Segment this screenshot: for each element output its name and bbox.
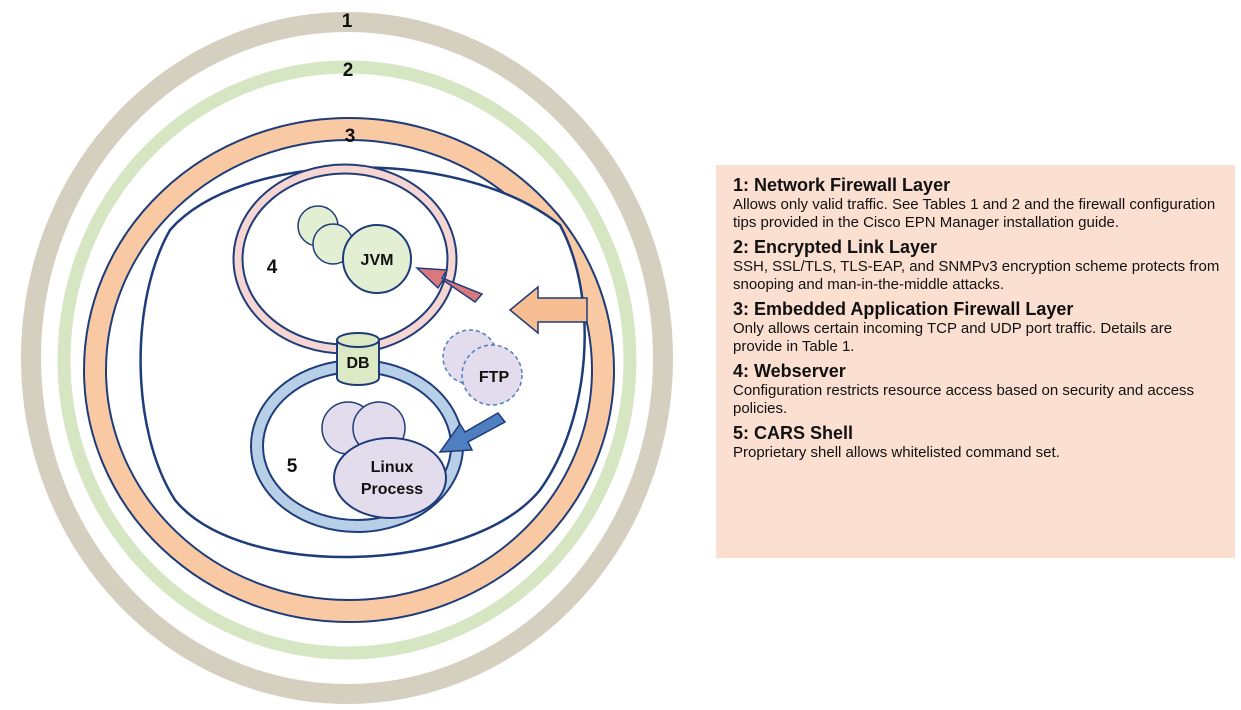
jvm-label: JVM <box>361 252 394 269</box>
ring-1 <box>21 12 673 704</box>
legend-title: 1: Network Firewall Layer <box>733 175 951 195</box>
legend-description: Configuration restricts resource access … <box>733 382 1195 417</box>
legend-description: SSH, SSL/TLS, TLS-EAP, and SNMPv3 encryp… <box>733 258 1220 293</box>
legend-item-app-firewall: 3: Embedded Application Firewall Layer O… <box>733 299 1221 356</box>
ring-3-label: 3 <box>345 126 356 147</box>
jvm-node: JVM <box>297 205 412 294</box>
legend-title: 4: Webserver <box>733 361 846 381</box>
legend-description: Only allows certain incoming TCP and UDP… <box>733 320 1173 355</box>
legend-title: 5: CARS Shell <box>733 423 854 443</box>
linux-process-node: Linux Process <box>321 401 447 519</box>
ring-5-label: 5 <box>287 456 298 477</box>
ftp-label: FTP <box>479 369 510 386</box>
legend-title: 2: Encrypted Link Layer <box>733 237 938 257</box>
ring-4-label: 4 <box>267 257 278 278</box>
arrow-orange-icon <box>508 285 588 335</box>
legend-description: Allows only valid traffic. See Tables 1 … <box>733 196 1216 231</box>
legend-item-network-firewall: 1: Network Firewall Layer Allows only va… <box>733 175 1221 232</box>
arrow-blue-icon <box>438 412 507 453</box>
db-label: DB <box>346 355 369 372</box>
ring-2 <box>57 60 637 660</box>
legend-box: 1: Network Firewall Layer Allows only va… <box>716 165 1235 558</box>
ftp-node: FTP <box>442 329 523 406</box>
arrow-red-icon <box>414 267 484 303</box>
layers-diagram: JVM DB FTP Linux Process 1 2 3 4 5 <box>21 11 673 704</box>
linux-label-line1: Linux <box>371 459 414 476</box>
db-node: DB <box>336 332 380 386</box>
legend-item-webserver: 4: Webserver Configuration restricts res… <box>733 361 1221 418</box>
ring-2-label: 2 <box>343 60 354 81</box>
linux-label-line2: Process <box>361 481 423 498</box>
ring-3 <box>83 117 615 623</box>
legend-item-cars-shell: 5: CARS Shell Proprietary shell allows w… <box>733 423 1221 462</box>
ring-1-label: 1 <box>342 11 353 32</box>
legend-title: 3: Embedded Application Firewall Layer <box>733 299 1074 319</box>
legend-description: Proprietary shell allows whitelisted com… <box>733 444 1060 461</box>
legend-item-encrypted-link: 2: Encrypted Link Layer SSH, SSL/TLS, TL… <box>733 237 1221 294</box>
